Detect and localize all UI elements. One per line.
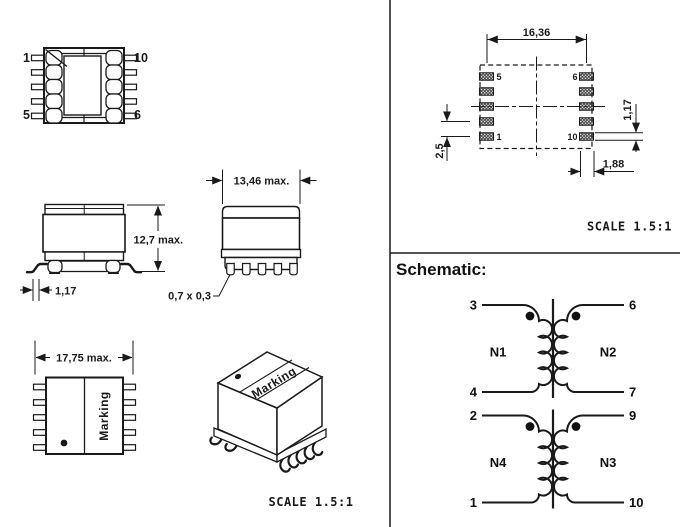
- winding-label-n3: N3: [600, 455, 617, 470]
- winding-label-n4: N4: [490, 455, 507, 470]
- pin-9: 9: [629, 408, 636, 423]
- pin-3: 3: [470, 298, 477, 313]
- dim-overall-width: 17,75 max.: [34, 340, 134, 375]
- front-body: [221, 217, 301, 251]
- polarity-dot-n1: [525, 311, 535, 321]
- dim-pad-span-text: 16,36: [523, 27, 551, 39]
- perspective-pin1-dot: [234, 373, 242, 380]
- dim-pad-width: 1,88: [568, 151, 634, 177]
- pin-number-5: 5: [23, 108, 30, 122]
- dim-width-text: 13,46 max.: [234, 176, 290, 188]
- pin-6: 6: [629, 298, 636, 313]
- dim-pad-pitch-text: 2,5: [434, 143, 446, 158]
- polarity-dot-n3: [571, 422, 581, 431]
- internal-pads: [45, 49, 123, 124]
- winding-n1: 3 4 N1: [470, 298, 553, 400]
- winding-label-n1: N1: [490, 345, 507, 360]
- gull-lead-left: [25, 262, 49, 274]
- winding-n2: 6 7 N2: [553, 298, 636, 400]
- pin-1: 1: [470, 495, 477, 510]
- bobbin-base: [52, 261, 116, 272]
- package-marking-view: 17,75 max. Marking: [32, 340, 137, 455]
- package-top-view: 1 10 5 6: [23, 47, 148, 124]
- package-perspective-view: Marking SCALE 1.5:1: [209, 351, 354, 509]
- perspective-leads: [279, 441, 324, 473]
- schematic-title: Schematic:: [396, 260, 487, 279]
- dim-height-text: 12,7 max.: [134, 235, 184, 247]
- pin1-dot: [60, 439, 68, 447]
- polarity-dot-n2: [571, 311, 581, 321]
- dim-pad-pitch: 2,5: [434, 104, 470, 161]
- winding-label-n2: N2: [600, 345, 617, 360]
- left-scale-label: SCALE 1.5:1: [269, 495, 354, 509]
- package-side-view: 12,7 max. 1,17: [20, 203, 184, 301]
- dim-height: 12,7 max.: [127, 204, 184, 272]
- pin-number-6: 6: [134, 108, 141, 122]
- land-pattern-view: 16,36 5 6 1 10 2,5: [434, 27, 672, 234]
- gull-lead-right: [119, 262, 143, 274]
- package-front-view: 13,46 max. 0,7 x 0,3: [168, 169, 317, 303]
- dim-lead-thickness: 1,17: [20, 279, 76, 301]
- dim-lead-thickness-text: 1,17: [55, 286, 76, 298]
- pin-10: 10: [629, 495, 643, 510]
- dim-pad-span: 16,36: [486, 27, 587, 63]
- dim-overall-width-text: 17,75 max.: [56, 353, 112, 365]
- polarity-dot-n4: [525, 422, 535, 431]
- pin1-chamfer: [45, 48, 68, 68]
- dim-width: 13,46 max.: [206, 169, 317, 204]
- pad-label-1: 1: [497, 132, 502, 142]
- side-body: [42, 213, 126, 253]
- solder-pads: [479, 72, 594, 141]
- winding-n3: 9 10 N3: [553, 408, 643, 510]
- core-window: [63, 55, 102, 116]
- marking-text: Marking: [97, 391, 111, 441]
- schematic-view: Schematic: 3 4 N1 6 7 N2 2 1 N4: [396, 260, 643, 510]
- dim-pad-width-text: 1,88: [603, 159, 624, 171]
- pad-label-6: 6: [572, 72, 577, 82]
- right-scale-label: SCALE 1.5:1: [587, 220, 672, 234]
- pin-number-1: 1: [23, 51, 30, 65]
- pad-label-5: 5: [497, 72, 502, 82]
- dim-lead-size: 0,7 x 0,3: [168, 274, 231, 303]
- pin-4: 4: [470, 385, 478, 400]
- dim-pad-height-text: 1,17: [622, 99, 634, 120]
- pin-2: 2: [470, 408, 477, 423]
- winding-n4: 2 1 N4: [470, 408, 553, 510]
- pin-number-10: 10: [134, 51, 148, 65]
- dim-lead-size-text: 0,7 x 0,3: [168, 291, 211, 303]
- pad-label-10: 10: [567, 132, 577, 142]
- marking-view-pins: [32, 383, 137, 451]
- dim-pad-height: 1,17: [595, 99, 643, 152]
- pin-7: 7: [629, 385, 636, 400]
- front-leads: [226, 262, 298, 276]
